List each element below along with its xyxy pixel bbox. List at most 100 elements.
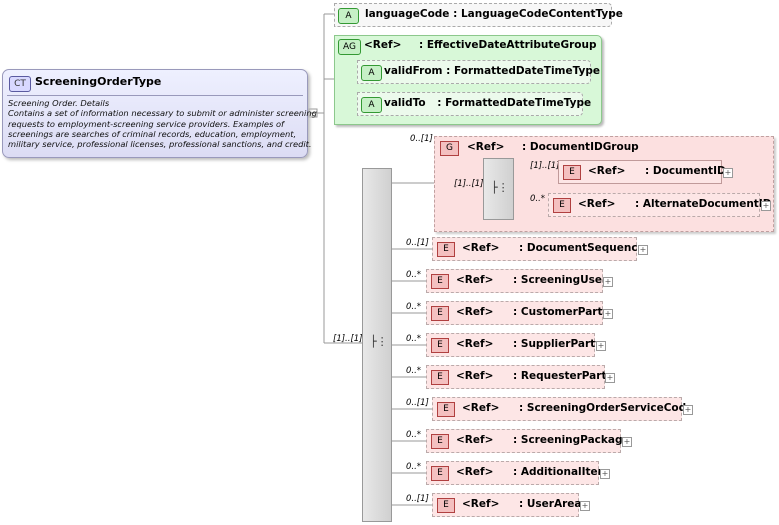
ref-label: <Ref>	[364, 39, 402, 51]
ref-label: <Ref>	[462, 402, 500, 414]
element-name: : UserArea	[519, 498, 582, 510]
ref-label: <Ref>	[456, 274, 494, 286]
attribute-badge: A	[338, 8, 359, 24]
expand-icon[interactable]: +	[723, 168, 733, 178]
element-alternate-document-id[interactable]: E <Ref> : AlternateDocumentID	[548, 193, 771, 217]
element-label: <Ref> : SupplierParty	[456, 338, 602, 350]
expand-icon[interactable]: +	[683, 405, 693, 415]
element-name: : SupplierParty	[513, 338, 602, 350]
attribute-language-code[interactable]: A languageCode : LanguageCodeContentType	[334, 3, 623, 27]
doc-line: screenings are searches of criminal reco…	[8, 128, 297, 139]
ref-label: <Ref>	[456, 434, 494, 446]
attribute-group-label: <Ref> : EffectiveDateAttributeGroup	[364, 39, 597, 51]
element-cardinality: 0..*	[406, 334, 422, 344]
element-name: : RequesterParty	[513, 370, 614, 382]
element-supplier-party[interactable]: E <Ref> : SupplierParty	[426, 333, 602, 357]
expand-icon[interactable]: +	[580, 501, 590, 511]
doc-line: Contains a set of information necessary …	[8, 108, 317, 119]
element-badge: E	[431, 434, 449, 449]
attribute-name: validFrom	[384, 65, 443, 77]
sequence-icon: ├⋮	[491, 181, 509, 194]
element-document-id[interactable]: E <Ref> : DocumentID	[558, 160, 726, 184]
element-badge: E	[437, 242, 455, 257]
expand-icon[interactable]: +	[605, 373, 615, 383]
attribute-label: languageCode : LanguageCodeContentType	[365, 8, 623, 20]
element-cardinality: 0..*	[406, 366, 422, 376]
element-label: <Ref> : RequesterParty	[456, 370, 613, 382]
element-name: : ScreeningOrderServiceCode	[519, 402, 694, 414]
ref-label: <Ref>	[456, 370, 494, 382]
element-label: <Ref> : ScreeningPackage	[456, 434, 630, 446]
doc-line: Screening Order. Details	[8, 98, 110, 108]
element-requester-party[interactable]: E <Ref> : RequesterParty	[426, 365, 613, 389]
sequence-cardinality: [1]..[1]	[333, 334, 363, 344]
complex-type-name: ScreeningOrderType	[35, 75, 162, 88]
element-label: <Ref> : DocumentID	[588, 165, 726, 177]
element-label: <Ref> : ScreeningOrderServiceCode	[462, 402, 693, 414]
sequence-icon: ├⋮	[370, 335, 388, 348]
inner-sequence-compositor[interactable]: ├⋮	[483, 158, 514, 220]
element-name: : AlternateDocumentID	[635, 198, 772, 210]
element-document-sequence[interactable]: E <Ref> : DocumentSequence	[432, 237, 645, 261]
element-label: <Ref> : DocumentSequence	[462, 242, 645, 254]
element-user-area[interactable]: E <Ref> : UserArea	[432, 493, 581, 517]
element-cardinality: [1]..[1]	[530, 161, 560, 171]
attribute-group-name: : EffectiveDateAttributeGroup	[419, 39, 597, 51]
complex-type-box[interactable]: CT ScreeningOrderType Screening Order. D…	[2, 69, 317, 158]
element-name: : CustomerParty	[513, 306, 610, 318]
element-cardinality: 0..[1]	[406, 494, 429, 504]
attribute-group-badge: AG	[338, 39, 361, 55]
expand-icon[interactable]: +	[638, 245, 648, 255]
attribute-type: : LanguageCodeContentType	[453, 8, 623, 20]
element-label: <Ref> : AlternateDocumentID	[578, 198, 771, 210]
element-cardinality: 0..*	[406, 462, 422, 472]
expand-icon[interactable]: +	[596, 341, 606, 351]
group-badge: G	[440, 141, 459, 156]
expand-icon[interactable]: +	[622, 437, 632, 447]
element-cardinality: 0..*	[406, 270, 422, 280]
attribute-badge: A	[361, 65, 382, 81]
ref-label: <Ref>	[462, 498, 500, 510]
expand-icon[interactable]: +	[600, 469, 610, 479]
expand-icon[interactable]: +	[603, 309, 613, 319]
doc-line: military service, professional licenses,…	[8, 139, 312, 150]
element-cardinality: 0..*	[530, 194, 546, 204]
expand-icon[interactable]: +	[603, 277, 613, 287]
doc-line: requests to employment-screening service…	[8, 118, 284, 129]
element-badge: E	[437, 402, 455, 417]
element-additional-item[interactable]: E <Ref> : AdditionalItem	[426, 461, 609, 485]
ref-label: <Ref>	[588, 165, 626, 177]
element-screening-user[interactable]: E <Ref> : ScreeningUser	[426, 269, 607, 293]
attribute-type: : FormattedDateTimeType	[437, 97, 592, 109]
expand-icon[interactable]: +	[761, 201, 771, 211]
ref-label: <Ref>	[467, 141, 505, 153]
element-name: : DocumentID	[645, 165, 726, 177]
group-name: : DocumentIDGroup	[522, 141, 639, 153]
element-badge: E	[431, 306, 449, 321]
element-screening-package[interactable]: E <Ref> : ScreeningPackage	[426, 429, 630, 453]
divider	[7, 95, 303, 96]
element-screening-order-service-code[interactable]: E <Ref> : ScreeningOrderServiceCode	[432, 397, 693, 421]
element-badge: E	[431, 370, 449, 385]
attribute-label: validTo : FormattedDateTimeType	[384, 97, 591, 109]
element-name: : ScreeningPackage	[513, 434, 630, 446]
element-label: <Ref> : UserArea	[462, 498, 581, 510]
ref-label: <Ref>	[456, 306, 494, 318]
inner-sequence-cardinality: [1]..[1]	[454, 179, 484, 189]
attribute-valid-to[interactable]: A validTo : FormattedDateTimeType	[357, 92, 591, 116]
attribute-type: : FormattedDateTimeType	[446, 65, 601, 77]
element-cardinality: 0..*	[406, 302, 422, 312]
element-name: : DocumentSequence	[519, 242, 645, 254]
element-customer-party[interactable]: E <Ref> : CustomerParty	[426, 301, 609, 325]
sequence-compositor[interactable]: ├⋮	[362, 168, 392, 522]
attribute-valid-from[interactable]: A validFrom : FormattedDateTimeType	[357, 60, 600, 84]
ref-label: <Ref>	[456, 338, 494, 350]
element-badge: E	[553, 198, 571, 213]
element-label: <Ref> : CustomerParty	[456, 306, 609, 318]
element-label: <Ref> : ScreeningUser	[456, 274, 607, 286]
element-badge: E	[431, 274, 449, 289]
ref-label: <Ref>	[456, 466, 494, 478]
element-badge: E	[437, 498, 455, 513]
element-cardinality: 0..*	[406, 430, 422, 440]
complex-type-badge: CT	[9, 76, 31, 92]
